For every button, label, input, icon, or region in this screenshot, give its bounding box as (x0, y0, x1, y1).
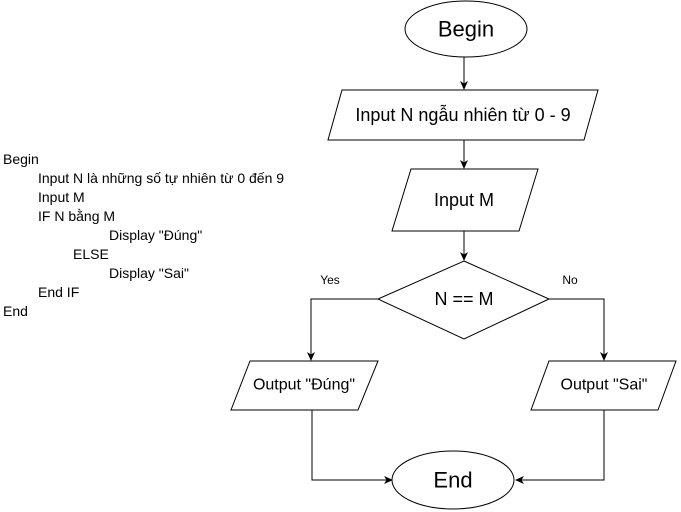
begin-label: Begin (438, 17, 494, 42)
yes-label: Yes (320, 273, 340, 287)
connector-no-branch (549, 298, 608, 361)
decision-label: N == M (434, 289, 493, 309)
output-false-parallelogram (530, 360, 677, 411)
input-m-label: Input M (434, 190, 494, 210)
pseudocode-line: Begin (3, 151, 39, 167)
pseudocode-line: IF N bằng M (38, 208, 116, 224)
input-m-parallelogram (391, 168, 539, 232)
input-n-parallelogram (327, 89, 599, 141)
connector-false-to-end (515, 410, 605, 484)
begin-terminal (404, 0, 528, 58)
pseudocode-line: Display "Đúng" (109, 227, 203, 243)
pseudocode-line: ELSE (73, 246, 109, 262)
output-false-label: Output "Sai" (561, 377, 648, 394)
output-true-label: Output "Đúng" (253, 377, 355, 394)
pseudocode-line: Display "Sai" (109, 265, 189, 281)
no-label: No (562, 273, 578, 287)
output-true-parallelogram (230, 360, 379, 411)
end-label: End (433, 468, 472, 493)
connector-yes-branch (307, 298, 378, 361)
pseudocode-line: Input M (38, 189, 85, 205)
pseudocode-line: Input N là những số tự nhiên từ 0 đến 9 (38, 170, 285, 186)
input-n-label: Input N ngẫu nhiên từ 0 - 9 (355, 104, 570, 125)
connector-true-to-end (311, 410, 393, 484)
pseudocode-line: End (3, 303, 28, 319)
end-terminal (391, 450, 515, 510)
decision-diamond (376, 260, 551, 340)
pseudocode-line: End IF (38, 284, 80, 300)
